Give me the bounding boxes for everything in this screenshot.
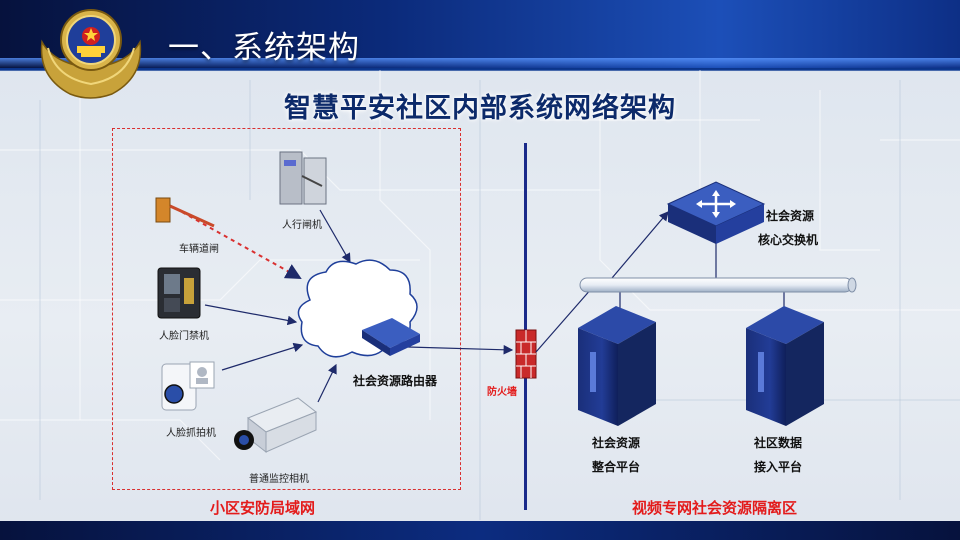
zone-divider [524, 143, 527, 510]
link-firewall-bus [535, 287, 593, 353]
router-label: 社会资源路由器 [353, 374, 438, 388]
server-integration-icon [578, 306, 656, 426]
firewall-label: 防火墙 [487, 387, 517, 398]
arrow-face-capture-cloud [221, 342, 304, 371]
police-emblem-icon [40, 9, 142, 99]
diagram-title: 智慧平安社区内部系统网络架构 [284, 93, 676, 124]
car-barrier-icon [155, 197, 215, 228]
barrier-dashed-line [181, 211, 302, 279]
video-zone-label: 视频专网社会资源隔离区 [632, 499, 798, 517]
core-switch-label-2: 核心交换机 [758, 233, 819, 247]
turnstile-icon [279, 151, 327, 205]
car-barrier-label: 车辆道闸 [179, 244, 219, 255]
face-access-icon [157, 267, 201, 319]
arrow-face-access-cloud [204, 304, 298, 326]
face-access-label: 人脸门禁机 [159, 331, 209, 342]
header-bar [0, 0, 960, 68]
server-data-access-icon [746, 306, 824, 426]
server1-label-2: 整合平台 [592, 460, 641, 474]
core-switch-icon [666, 181, 766, 244]
face-capture-icon [161, 361, 215, 411]
lan-zone-box [112, 128, 461, 490]
server1-label-1: 社会资源 [592, 436, 641, 450]
lan-zone-label: 小区安防局域网 [210, 499, 316, 517]
turnstile-label: 人行闸机 [282, 220, 322, 231]
arrow-turnstile-cloud [319, 209, 351, 264]
slide-title: 一、系统架构 [168, 30, 360, 66]
firewall-icon [515, 329, 537, 379]
header-glow [0, 58, 960, 68]
footer-bar [0, 521, 960, 540]
camera-label: 普通监控相机 [249, 474, 309, 485]
core-switch-label-1: 社会资源 [766, 209, 815, 223]
arrow-bus-switch [611, 211, 669, 279]
server2-label-2: 接入平台 [754, 460, 803, 474]
router-icon [362, 318, 420, 356]
arrow-router-firewall [407, 344, 514, 355]
server2-label-1: 社区数据 [754, 436, 803, 450]
camera-icon [234, 397, 317, 454]
face-capture-label: 人脸抓拍机 [166, 428, 216, 439]
network-bus [579, 277, 857, 293]
arrow-camera-cloud [317, 363, 337, 403]
